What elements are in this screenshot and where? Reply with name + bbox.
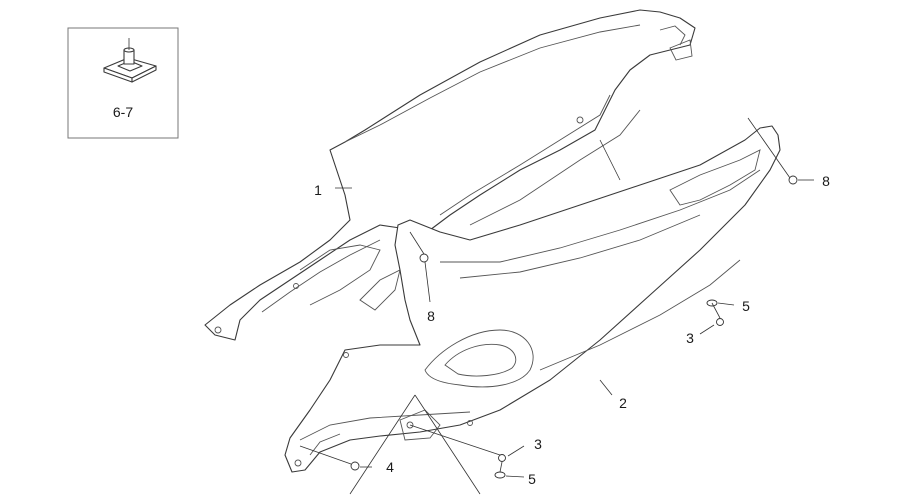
callout-part-3-right: 3 <box>686 330 694 346</box>
screw-3-bottom <box>409 424 525 462</box>
screw-3-right <box>699 302 724 335</box>
screw-4 <box>299 445 372 471</box>
washer-5-right <box>706 299 735 307</box>
inset-border <box>67 27 179 139</box>
callout-part-1: 1 <box>314 182 322 198</box>
callout-part-3-bottom: 3 <box>534 436 542 452</box>
callout-part-4: 4 <box>386 459 394 475</box>
lower-side-fairing <box>284 125 781 473</box>
clip-nut-icon <box>103 38 157 83</box>
callout-part-5-right: 5 <box>742 298 750 314</box>
assembly-guide-lines <box>349 139 621 495</box>
callout-part-2: 2 <box>619 395 627 411</box>
screw-8-top <box>747 117 814 185</box>
callout-part-8-middle: 8 <box>427 308 435 324</box>
callout-part-5-bottom: 5 <box>528 471 536 487</box>
callout-part-8-top: 8 <box>822 173 830 189</box>
washer-5-bottom <box>494 461 525 479</box>
upper-side-panel <box>204 9 696 341</box>
screw-8-middle <box>409 231 431 303</box>
inset-callout: 6-7 <box>113 104 133 120</box>
inset-panel: 6-7 <box>67 27 179 139</box>
